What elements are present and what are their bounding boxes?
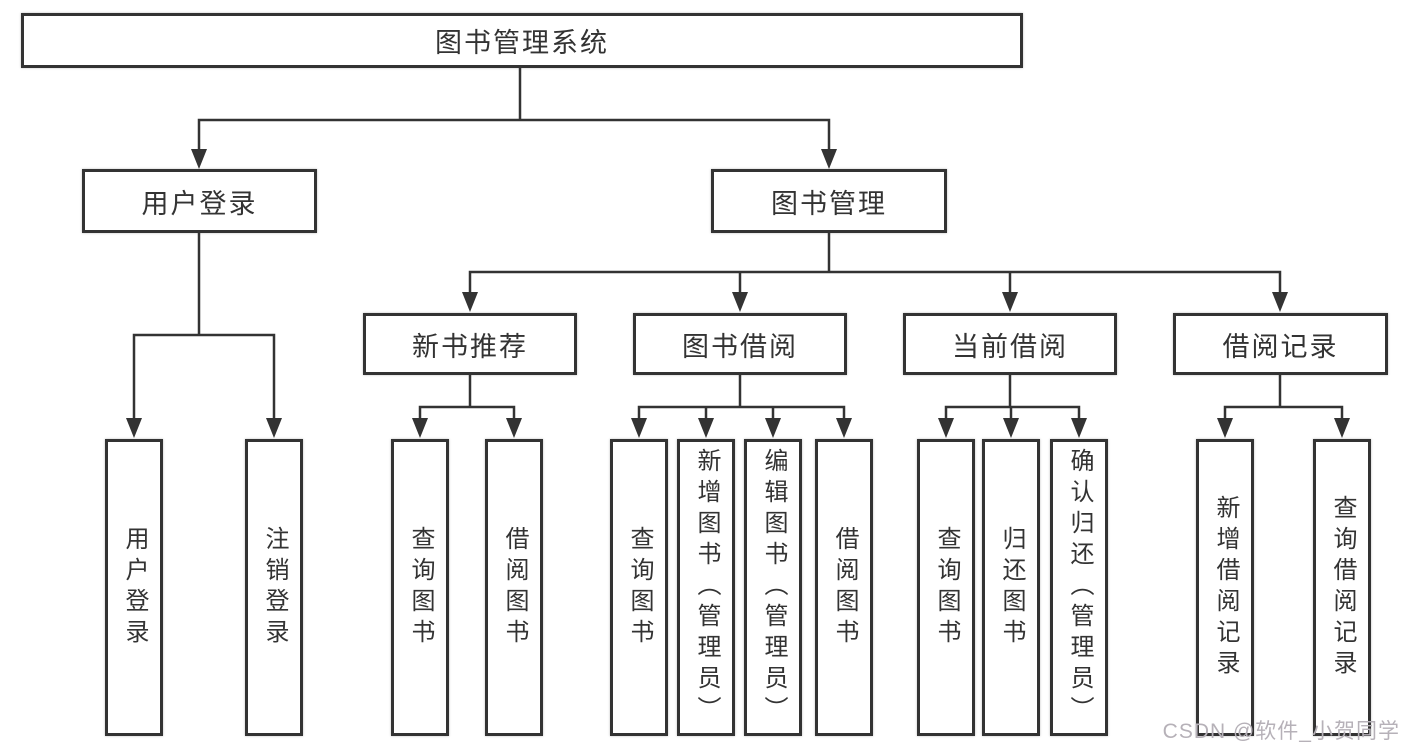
leaf-logout: 注销登录	[245, 439, 303, 736]
node-user-login: 用户登录	[82, 169, 317, 233]
leaf-edit-books-admin: 编辑图书（管理员）	[744, 439, 802, 736]
leaf-confirm-return-admin: 确认归还（管理员）	[1050, 439, 1108, 736]
node-library-system: 图书管理系统	[21, 13, 1023, 68]
node-book-borrow: 图书借阅	[633, 313, 847, 375]
leaf-query-books: 查询图书	[391, 439, 449, 736]
leaf-user-login: 用户登录	[105, 439, 163, 736]
node-book-management: 图书管理	[711, 169, 947, 233]
node-current-borrow: 当前借阅	[903, 313, 1117, 375]
leaf-query-borrow-record: 查询借阅记录	[1313, 439, 1371, 736]
node-new-book-recommend: 新书推荐	[363, 313, 577, 375]
leaf-borrow-books: 借阅图书	[485, 439, 543, 736]
node-borrow-record: 借阅记录	[1173, 313, 1388, 375]
watermark: CSDN @软件_小贺同学	[1162, 720, 1400, 743]
leaf-return-books: 归还图书	[982, 439, 1040, 736]
leaf-add-books-admin: 新增图书（管理员）	[677, 439, 735, 736]
leaf-query-books: 查询图书	[917, 439, 975, 736]
leaf-query-books: 查询图书	[610, 439, 668, 736]
leaf-borrow-books: 借阅图书	[815, 439, 873, 736]
leaf-add-borrow-record: 新增借阅记录	[1196, 439, 1254, 736]
